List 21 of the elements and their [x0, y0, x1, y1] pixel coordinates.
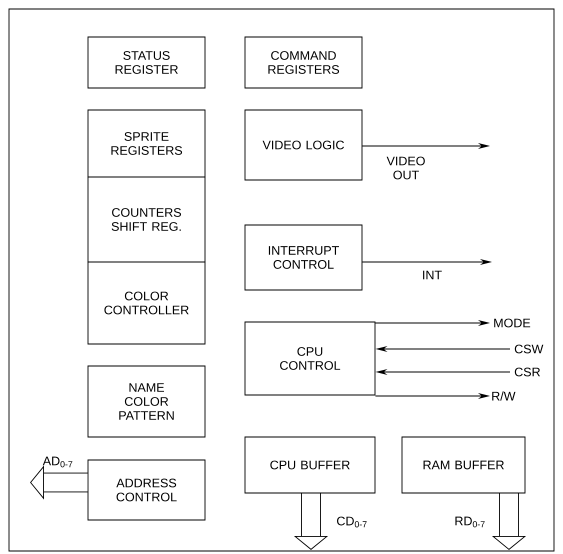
block-box: ADDRESS CONTROL	[88, 460, 206, 520]
edge-label: CD$_{0-7}$	[337, 516, 367, 528]
edge-label: AD$_{0-7}$	[42, 456, 72, 468]
block-box: CPU CONTROL	[244, 322, 376, 396]
block-box: COUNTERS SHIFT REG.	[88, 176, 206, 262]
block-box: CPU BUFFER	[244, 436, 376, 494]
block-box: NAME COLOR PATTERN	[88, 366, 206, 438]
block-box: STATUS REGISTER	[88, 36, 206, 88]
block-box: COMMAND REGISTERS	[244, 36, 362, 88]
edge-label: R/W	[492, 391, 516, 401]
edge-label: VIDEO OUT	[386, 156, 425, 180]
block-box: INTERRUPT CONTROL	[244, 224, 362, 290]
block-box: COLOR CONTROLLER	[88, 262, 206, 344]
edge-label: RD$_{0-7}$	[455, 516, 485, 528]
edge-label: MODE	[494, 318, 530, 328]
edge-label: CSR	[514, 368, 540, 376]
edge-label: INT	[423, 270, 442, 280]
block-box: RAM BUFFER	[402, 436, 526, 494]
edge-label: CSW	[514, 344, 544, 354]
block-box: VIDEO LOGIC	[244, 110, 362, 180]
block-box: SPRITE REGISTERS	[88, 110, 206, 178]
